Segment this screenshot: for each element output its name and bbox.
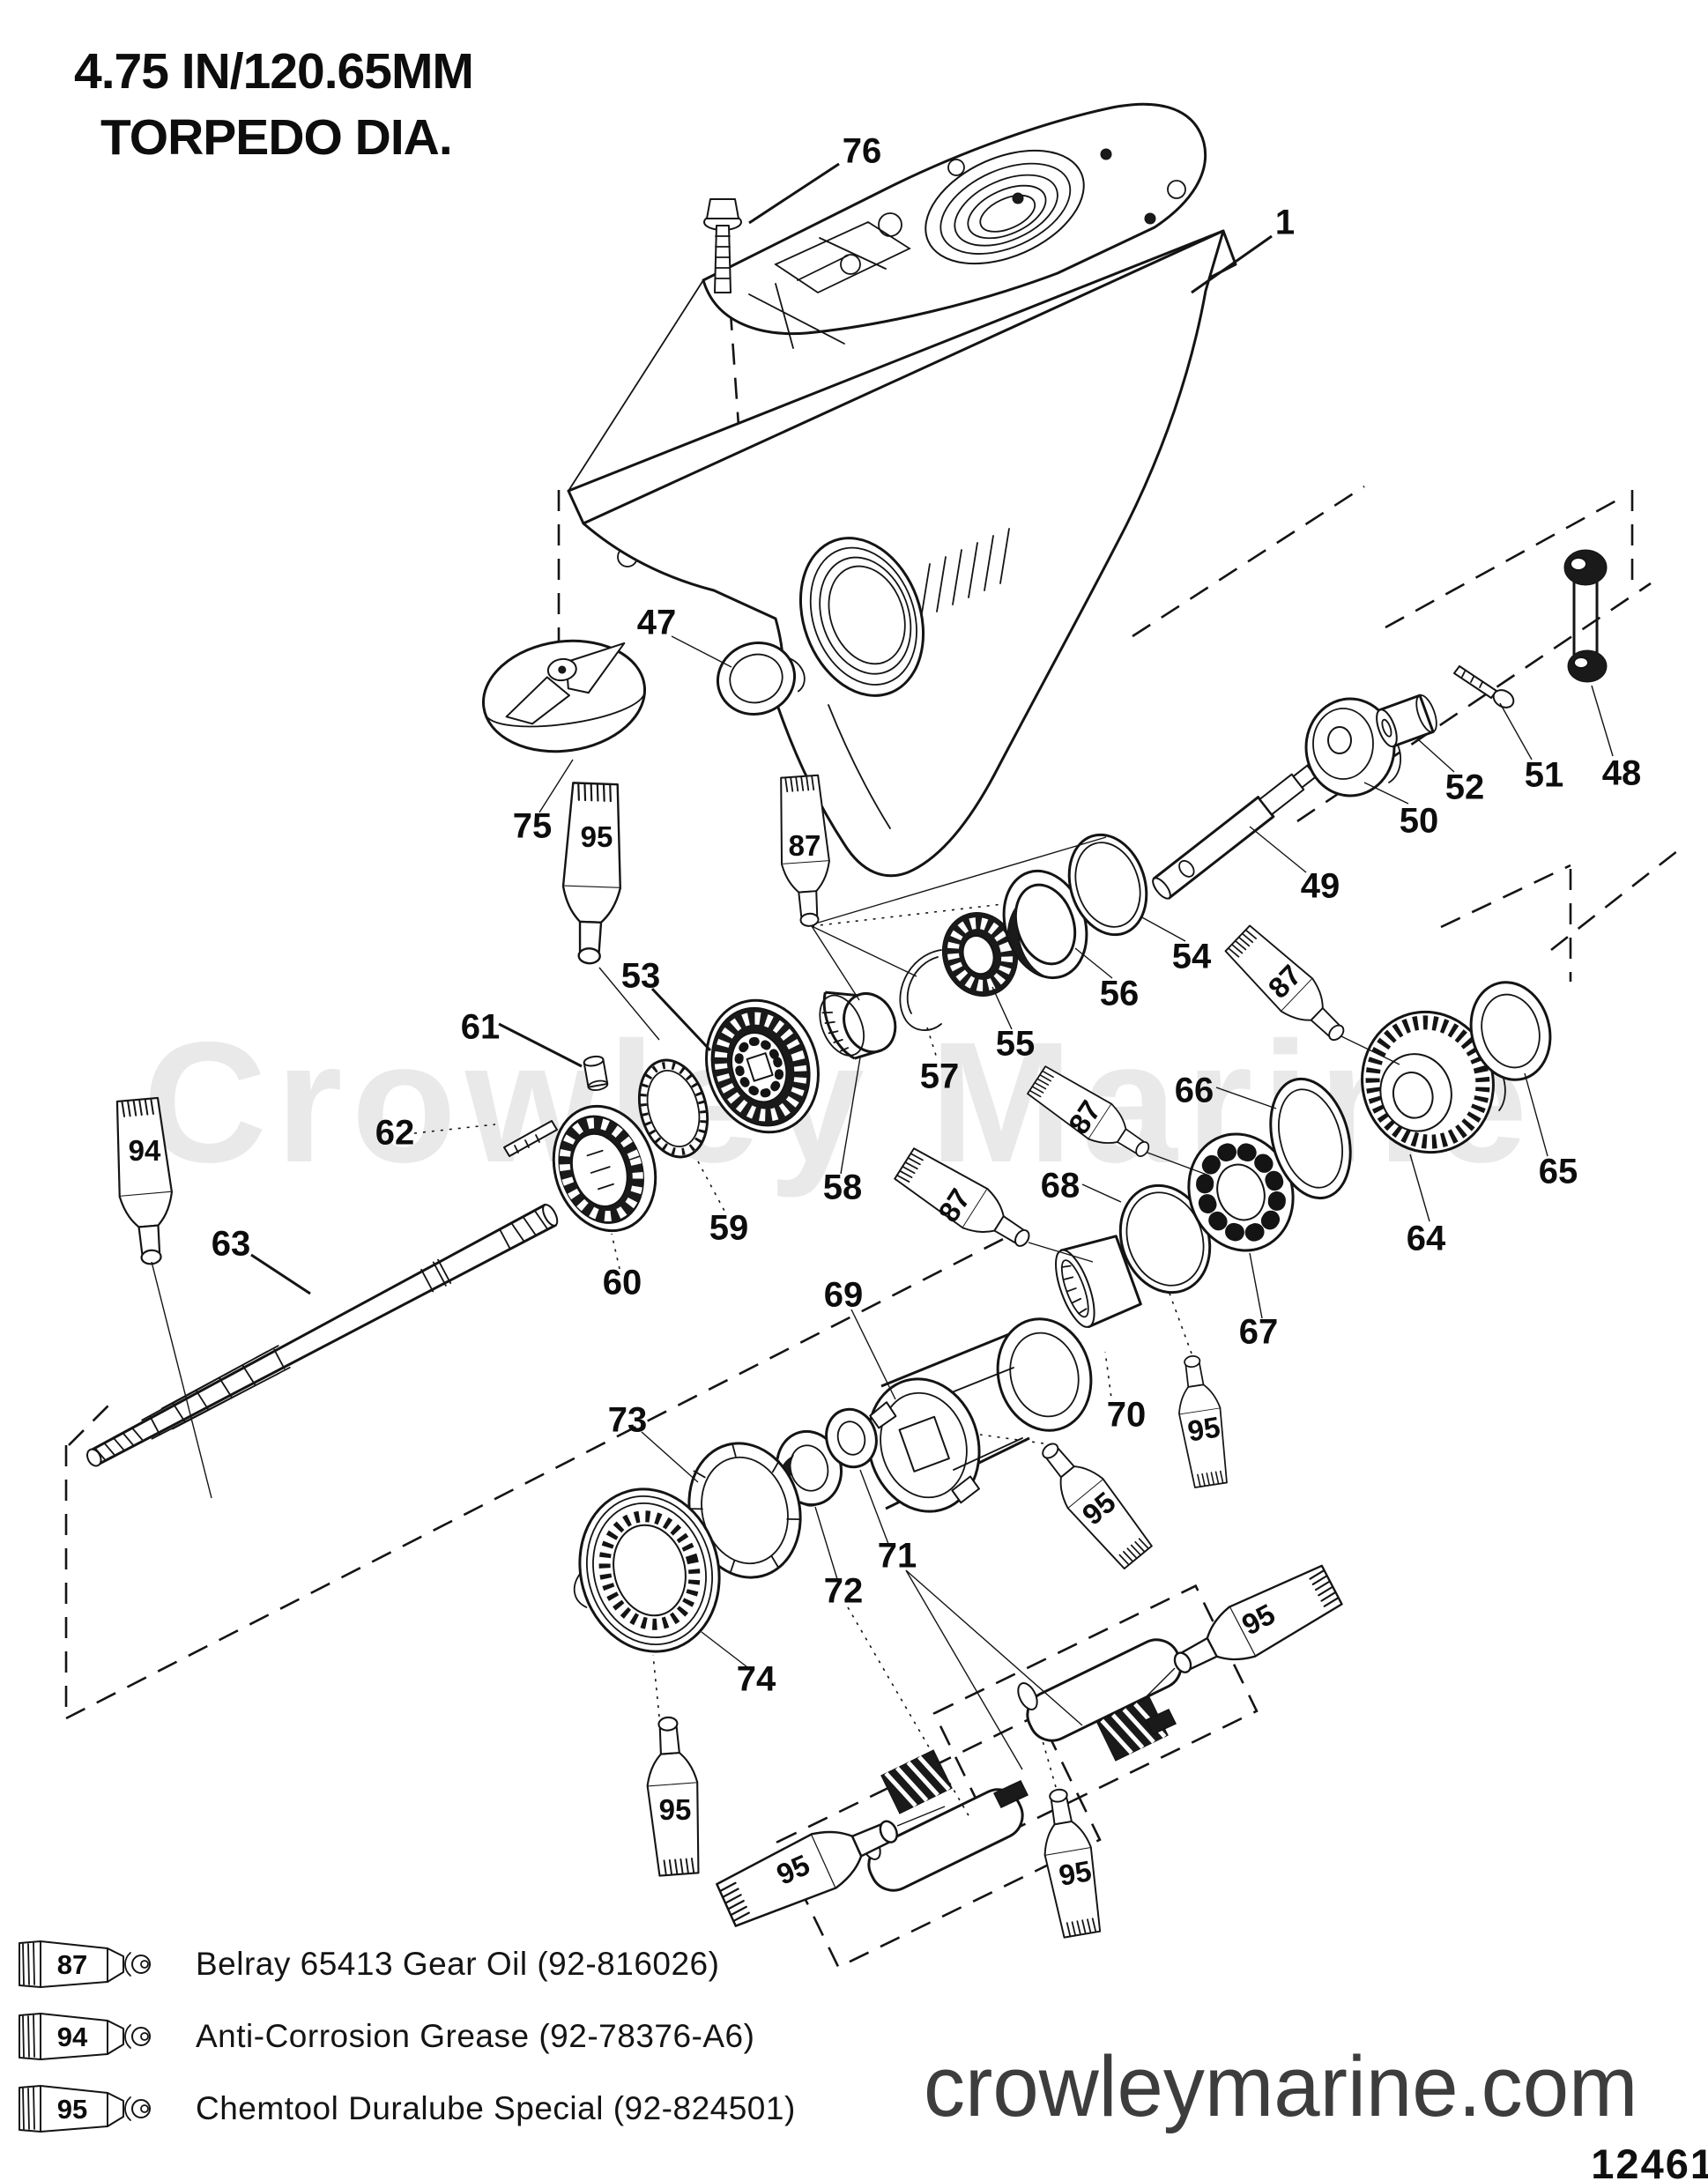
callout-55: 55: [995, 1024, 1036, 1064]
part-bushing-52: [1376, 694, 1437, 748]
title-line-2: TORPEDO DIA.: [100, 109, 453, 167]
legend-label: Anti-Corrosion Grease (92-78376-A6): [196, 2018, 755, 2054]
title-line-1: 4.75 IN/120.65MM: [74, 43, 474, 100]
leader-lines: [151, 162, 1614, 1827]
callout-71: 71: [877, 1536, 917, 1576]
callout-73: 73: [607, 1400, 648, 1440]
callout-61: 61: [460, 1007, 501, 1047]
legend-code: 94: [57, 2022, 88, 2052]
legend-code: 95: [57, 2094, 87, 2125]
legend-row-95: 95 Chemtool Duralube Special (92-824501): [14, 2080, 796, 2138]
callout-50: 50: [1399, 801, 1439, 841]
tube-icon-94: 94: [19, 2013, 151, 2060]
tube-number-87: 87: [788, 829, 821, 862]
tube-number-94: 94: [128, 1134, 161, 1167]
callout-70: 70: [1106, 1395, 1147, 1435]
callout-59: 59: [709, 1208, 749, 1248]
part-cam-50: [1304, 697, 1401, 797]
callout-67: 67: [1238, 1312, 1279, 1352]
part-bolt-76: [703, 198, 742, 293]
callout-69: 69: [823, 1275, 864, 1315]
page-title: 4.75 IN/120.65MM TORPEDO DIA.: [74, 39, 474, 171]
legend-row-94: 94 Anti-Corrosion Grease (92-78376-A6): [14, 2007, 754, 2066]
tube-number-95: 95: [1236, 1597, 1281, 1642]
legend-label: Chemtool Duralube Special (92-824501): [196, 2090, 796, 2126]
gear-housing: [567, 102, 1237, 878]
callout-56: 56: [1099, 974, 1140, 1013]
part-tab-washer-73: [687, 1442, 802, 1579]
callout-68: 68: [1040, 1166, 1080, 1205]
part-bushing-58: [819, 990, 897, 1060]
tube-number-87: 87: [932, 1183, 977, 1228]
part-gear-64: [1361, 1010, 1506, 1154]
part-seal-72b: [825, 1407, 878, 1469]
callout-60: 60: [602, 1263, 642, 1302]
legend-label: Belray 65413 Gear Oil (92-816026): [196, 1946, 720, 1982]
part-washer-66: [1269, 1077, 1352, 1200]
part-cotter-pin-51: [1453, 665, 1515, 708]
callout-47: 47: [636, 603, 677, 642]
part-pin-62: [503, 1120, 558, 1157]
legend-code: 87: [57, 1949, 87, 1980]
parts: [86, 198, 1608, 1892]
tube-number-95: 95: [1056, 1854, 1095, 1892]
part-ring-54: [1067, 833, 1148, 937]
part-carrier-69: [866, 1317, 1093, 1513]
callout-58: 58: [822, 1168, 863, 1207]
document-number: 12461: [1591, 2140, 1708, 2181]
part-shift-slides: [860, 1638, 1183, 1892]
callout-62: 62: [375, 1113, 415, 1153]
callout-53: 53: [620, 956, 661, 996]
tube-number-87: 87: [1261, 958, 1308, 1005]
callout-63: 63: [211, 1224, 251, 1264]
callout-54: 54: [1171, 937, 1212, 976]
callout-72: 72: [823, 1571, 864, 1611]
callout-74: 74: [736, 1659, 776, 1699]
tube-number-95: 95: [1184, 1410, 1222, 1448]
legend-row-87: 87 Belray 65413 Gear Oil (92-816026): [14, 1935, 719, 1993]
watermark-site: crowleymarine.com: [924, 2038, 1638, 2134]
part-seal-65: [1469, 981, 1552, 1081]
tube-number-95: 95: [1075, 1485, 1122, 1532]
part-link-48: [1563, 549, 1608, 683]
part-ring-59: [637, 1058, 709, 1159]
part-driveshaft-63: [86, 1203, 559, 1467]
part-pinion-gear-60: [552, 1104, 657, 1233]
callout-57: 57: [919, 1057, 960, 1096]
part-forward-gear-53: [705, 998, 820, 1134]
part-bearing-67: [1187, 1132, 1295, 1252]
tube-number-95: 95: [658, 1793, 692, 1826]
tube-number-87: 87: [1061, 1094, 1108, 1140]
part-bushing-61: [583, 1055, 609, 1091]
callout-51: 51: [1524, 755, 1564, 795]
callout-66: 66: [1174, 1071, 1214, 1110]
tube-icon-87: 87: [19, 1940, 151, 1988]
part-anode-75: [481, 639, 647, 753]
callout-76: 76: [842, 131, 882, 171]
callout-48: 48: [1601, 753, 1642, 793]
callout-65: 65: [1538, 1152, 1578, 1191]
callout-52: 52: [1444, 768, 1485, 807]
callout-1: 1: [1274, 203, 1296, 242]
callout-49: 49: [1300, 866, 1340, 906]
callout-64: 64: [1406, 1219, 1446, 1258]
callout-75: 75: [512, 806, 553, 846]
part-seal-47: [716, 642, 806, 716]
tube-number-95: 95: [771, 1848, 815, 1891]
tube-number-95: 95: [580, 820, 613, 853]
part-retainer-74: [573, 1487, 721, 1653]
tube-icon-95: 95: [19, 2085, 151, 2133]
